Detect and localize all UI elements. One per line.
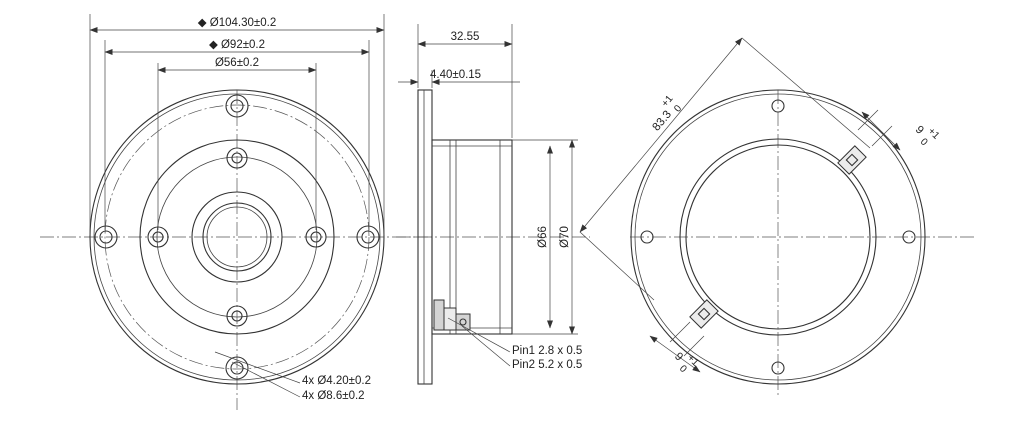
dim-d66: Ø66 [537, 226, 549, 248]
leader-hole-large [231, 361, 301, 398]
side-view: 32.55 4.40±0.15 Ø66 Ø70 Pin1 2.8 x 0.5 P… [396, 24, 590, 385]
front-bolt-circle [104, 104, 370, 370]
dim-outer-diameter: ◆ Ø104.30±0.2 [198, 17, 276, 29]
front-view: ◆ Ø104.30±0.2 ◆ Ø92±0.2 Ø56±0.2 4x Ø4.20… [40, 14, 432, 410]
rear-view: 83.3 +1 0 9 +1 0 9 +1 0 [579, 37, 975, 395]
dim-inner-diameter: Ø56±0.2 [215, 57, 259, 69]
rear-body-inner [685, 144, 871, 330]
rear-outer-flange [630, 89, 926, 385]
pin1-label: Pin1 2.8 x 0.5 [512, 345, 582, 357]
rear-terminal-top [837, 145, 867, 175]
front-outer-flange-rim [93, 93, 381, 381]
front-mounting-holes-outer [94, 94, 380, 380]
svg-text:0: 0 [672, 103, 684, 115]
svg-text:83.3: 83.3 [650, 109, 674, 134]
rear-terminal-bottom [689, 299, 719, 329]
dim-line-terminal-2 [649, 335, 701, 373]
rear-outer-flange-rim [634, 93, 922, 381]
rear-body-outer [679, 138, 877, 336]
dim-terminal: 9 +1 0 [913, 124, 942, 149]
leader-pin1 [447, 317, 511, 353]
dim-hole-small: 4x Ø4.20±0.2 [302, 375, 371, 387]
dim-flange: 4.40±0.15 [430, 69, 481, 81]
svg-text:0: 0 [918, 136, 930, 148]
svg-text:9: 9 [672, 351, 685, 364]
leader-hole-small [214, 351, 301, 384]
rear-mounting-holes [640, 99, 916, 375]
front-dome-center [206, 206, 268, 268]
dim-line-diagonal [579, 37, 743, 233]
pin2-label: Pin2 5.2 x 0.5 [512, 359, 582, 371]
front-outer-flange [89, 89, 385, 385]
front-inner-ring [156, 156, 318, 318]
leader-pin2 [461, 325, 511, 367]
front-dome-inner [202, 202, 272, 272]
dim-diagonal: 83.3 +1 0 [650, 93, 684, 134]
svg-text:9: 9 [913, 124, 926, 137]
front-face-ring [139, 139, 335, 335]
dim-depth: 32.55 [451, 31, 480, 43]
dim-hole-large: 4x Ø8.6±0.2 [302, 390, 365, 402]
side-terminals [433, 299, 471, 331]
front-dome-outer [191, 191, 283, 283]
dim-line-terminal [861, 111, 901, 151]
svg-text:0: 0 [677, 363, 689, 375]
dim-bolt-diameter: ◆ Ø92±0.2 [209, 39, 265, 51]
dim-d70: Ø70 [559, 226, 571, 248]
